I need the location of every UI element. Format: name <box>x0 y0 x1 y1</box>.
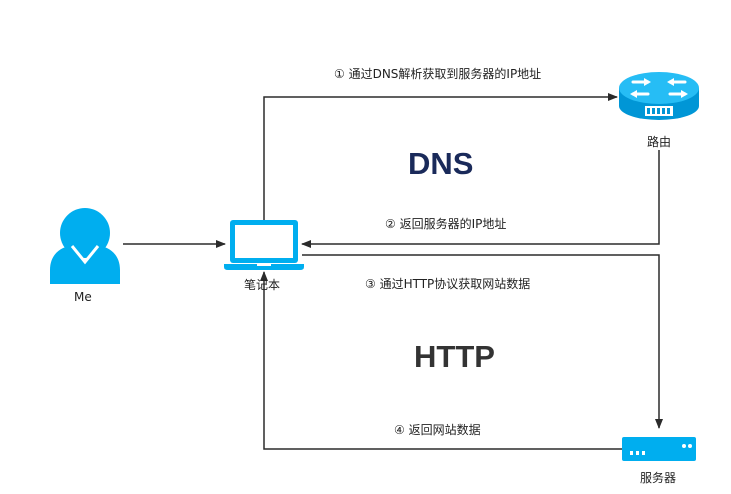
router-icon <box>619 72 699 120</box>
server-icon <box>622 437 696 461</box>
step-4-label: ④ 返回网站数据 <box>394 423 481 437</box>
section-title-http: HTTP <box>414 339 495 374</box>
label-router: 路由 <box>647 135 672 149</box>
arrow-step2-dns-response <box>301 150 660 248</box>
label-me: Me <box>74 290 92 304</box>
person-icon <box>50 208 120 284</box>
laptop-icon <box>224 220 304 270</box>
arrow-step4-http-response <box>260 271 622 450</box>
label-server: 服务器 <box>640 471 677 485</box>
step-3-label: ③ 通过HTTP协议获取网站数据 <box>365 277 531 291</box>
arrow-step3-http-request <box>302 254 663 429</box>
step-1-label: ① 通过DNS解析获取到服务器的IP地址 <box>334 67 542 81</box>
arrow-step1-dns-query <box>263 93 618 222</box>
label-laptop: 笔记本 <box>244 278 281 292</box>
step-2-label: ② 返回服务器的IP地址 <box>385 217 507 231</box>
section-title-dns: DNS <box>408 146 474 181</box>
